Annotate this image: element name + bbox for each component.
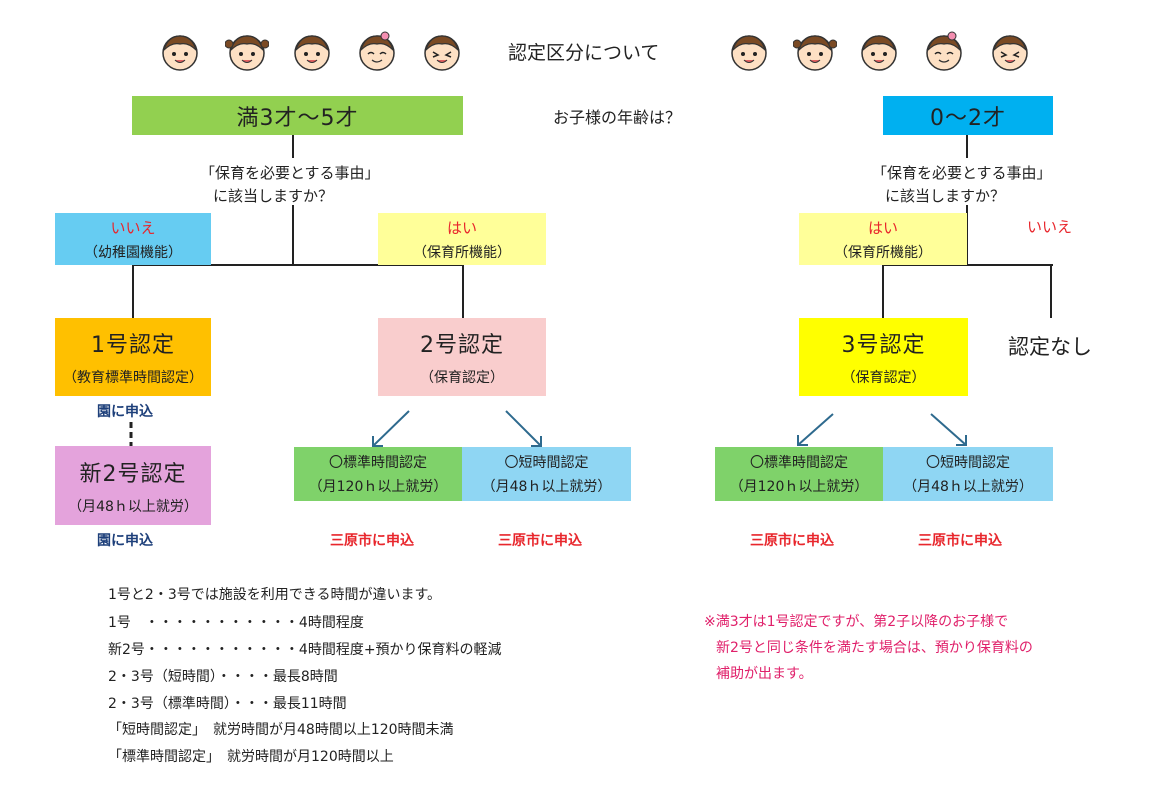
cert-2-title: 2号認定 (420, 333, 504, 358)
cert-2-sub: （保育認定） (420, 370, 504, 386)
answer-no-label: いいえ (110, 218, 156, 237)
apply-school-label-new2: 園に申込 (97, 533, 153, 549)
no-cert-label: 認定なし (1008, 335, 1092, 359)
apply-city-label: 三原市に申込 (918, 533, 1002, 549)
girl-face-icon (224, 30, 270, 74)
age-3-5-box: 満3才～5才 (132, 96, 463, 135)
answer-yes-label: はい (867, 218, 898, 237)
cert-new2-sub: （月48ｈ以上就労） (68, 498, 198, 515)
age-question: お子様の年齢は？ (553, 108, 682, 127)
note-line: 1号と2・3号では施設を利用できる時間が違います。 (108, 587, 442, 603)
cert-3-sub: （保育認定） (841, 370, 926, 386)
apply-city-label: 三原市に申込 (498, 533, 582, 549)
apply-city-label: 三原市に申込 (750, 533, 834, 549)
cert-new2-box: 新2号認定 （月48ｈ以上就労） (55, 446, 211, 525)
remark-line: ※満3才は1号認定ですが、第2子以降のお子様で (704, 614, 1009, 630)
apply-city-label: 三原市に申込 (330, 533, 414, 549)
reason-question-left-line1: 「保育を必要とする事由」 (200, 164, 380, 182)
boy-face-icon (857, 30, 901, 74)
page-title: 認定区分について (508, 42, 660, 64)
short-time-line1: 〇短時間認定 (504, 455, 589, 471)
age-0-2-box: 0～2才 (883, 96, 1053, 135)
boy-face-icon (290, 30, 334, 74)
standard-time-line2: （月120ｈ以上就労） (729, 479, 869, 495)
short-time-box-left: 〇短時間認定 （月48ｈ以上就労） (462, 447, 631, 501)
nursery-function-label: （保育所機能） (834, 244, 932, 261)
boy-face-icon (420, 30, 464, 74)
standard-time-line1: 〇標準時間認定 (329, 455, 427, 471)
note-line: 「短時間認定」 就労時間が月48時間以上120時間未満 (108, 722, 454, 738)
girl-face-icon (792, 30, 838, 74)
short-time-line2: （月48ｈ以上就労） (481, 479, 612, 495)
boy-face-icon (727, 30, 771, 74)
remark-line: 補助が出ます。 (716, 666, 813, 682)
remark-line: 新2号と同じ条件を満たす場合は、預かり保育料の (716, 640, 1033, 656)
note-line: 2・3号（短時間）・・・・最長8時間 (108, 669, 338, 685)
age-0-2-label: 0～2才 (930, 105, 1006, 131)
note-line: 1号 ・・・・・・・・・・・4時間程度 (108, 615, 364, 631)
reason-question-right-line2: に該当しますか？ (885, 187, 1006, 205)
note-line: 「標準時間認定」 就労時間が月120時間以上 (108, 749, 394, 765)
reason-question-right-line1: 「保育を必要とする事由」 (872, 164, 1052, 182)
cert-2-box: 2号認定 （保育認定） (378, 318, 546, 396)
standard-time-line2: （月120ｈ以上就労） (308, 479, 448, 495)
nursery-function-label: （保育所機能） (413, 244, 511, 261)
apply-school-label-1: 園に申込 (97, 404, 153, 420)
answer-yes-nursery-box-left: はい （保育所機能） (378, 213, 546, 265)
boy-face-icon (158, 30, 202, 74)
age-3-5-label: 満3才～5才 (236, 105, 359, 131)
cert-1-box: 1号認定 （教育標準時間認定） (55, 318, 211, 396)
standard-time-box-right: 〇標準時間認定 （月120ｈ以上就労） (715, 447, 883, 501)
boy-face-icon (988, 30, 1032, 74)
answer-no-label-right: いいえ (1027, 218, 1073, 236)
short-time-line1: 〇短時間認定 (926, 455, 1010, 471)
girl-face-icon (355, 30, 399, 74)
kindergarten-function-label: （幼稚園機能） (84, 244, 182, 261)
answer-yes-nursery-box-right: はい （保育所機能） (799, 213, 967, 265)
girl-face-icon (922, 30, 966, 74)
note-line: 新2号・・・・・・・・・・・4時間程度+預かり保育料の軽減 (108, 642, 502, 658)
short-time-line2: （月48ｈ以上就労） (903, 479, 1033, 495)
cert-1-sub: （教育標準時間認定） (63, 370, 203, 386)
note-line: 2・3号（標準時間）・・・最長11時間 (108, 696, 347, 712)
cert-3-box: 3号認定 （保育認定） (799, 318, 968, 396)
cert-new2-title: 新2号認定 (79, 461, 187, 487)
cert-1-title: 1号認定 (91, 333, 175, 358)
cert-3-title: 3号認定 (841, 333, 926, 358)
short-time-box-right: 〇短時間認定 （月48ｈ以上就労） (883, 447, 1053, 501)
answer-no-kindergarten-box: いいえ （幼稚園機能） (55, 213, 211, 265)
answer-yes-label: はい (446, 218, 477, 237)
reason-question-left-line2: に該当しますか？ (213, 187, 334, 205)
standard-time-box-left: 〇標準時間認定 （月120ｈ以上就労） (294, 447, 462, 501)
standard-time-line1: 〇標準時間認定 (750, 455, 848, 471)
